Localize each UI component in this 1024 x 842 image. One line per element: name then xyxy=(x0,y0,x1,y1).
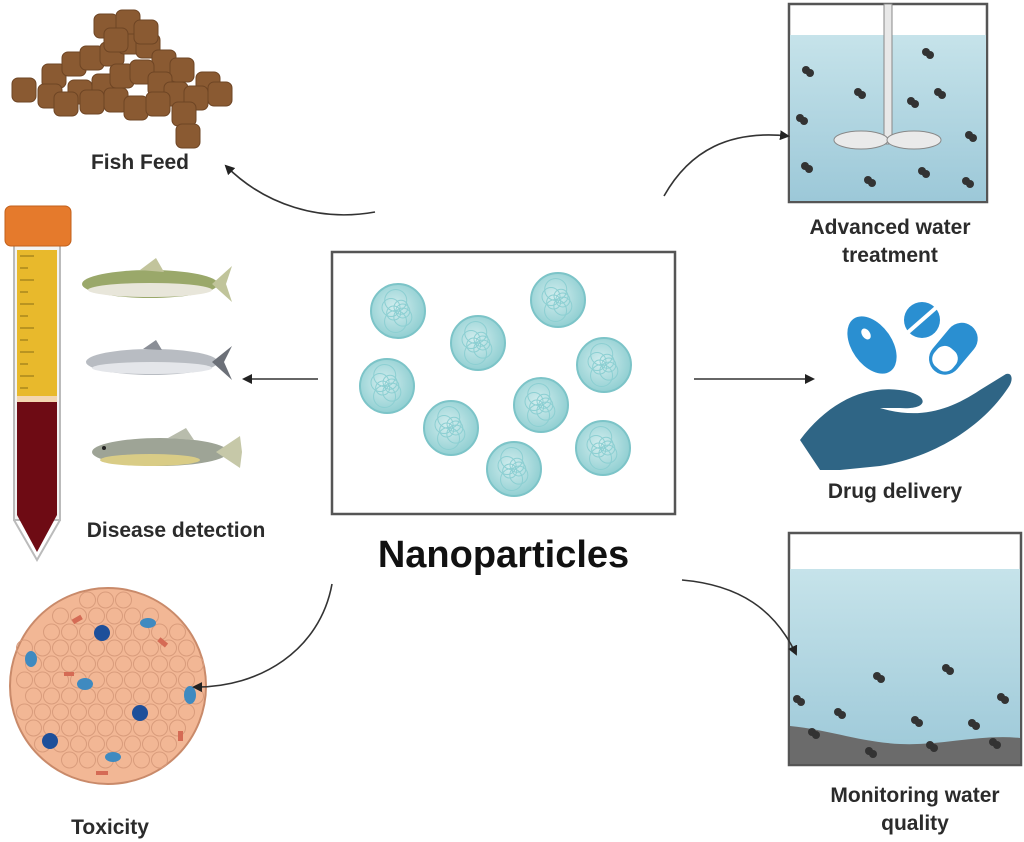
fish-feed-icon xyxy=(11,9,233,149)
pollutant-particle xyxy=(865,747,877,758)
pollutant-particle xyxy=(942,664,954,675)
pollutant-particle xyxy=(864,176,876,187)
arrow-to-fish-feed xyxy=(224,164,376,216)
trout-fish-icon xyxy=(82,258,232,302)
pollutant-particle xyxy=(873,672,885,683)
feed-pellet xyxy=(123,95,149,121)
water-treatment-label-line1: Advanced water xyxy=(809,216,971,239)
pollutant-particle xyxy=(968,719,980,730)
water-treatment-tank-icon xyxy=(787,2,989,204)
nanoparticle xyxy=(450,315,506,371)
toxicity-label: Toxicity xyxy=(71,816,149,839)
drug-delivery-icon xyxy=(800,302,1012,470)
nanoparticle xyxy=(575,420,631,476)
pollutant-particle xyxy=(922,48,934,59)
disease-detection-label: Disease detection xyxy=(86,519,266,542)
water-quality-label-line1: Monitoring water xyxy=(830,784,1000,807)
feed-pellet xyxy=(53,91,79,117)
fish-feed-label: Fish Feed xyxy=(90,151,190,174)
pollutant-particle xyxy=(801,162,813,173)
pollutant-particle xyxy=(796,114,808,125)
nanoparticle xyxy=(486,441,542,497)
pollutant-particle xyxy=(854,88,866,99)
pollutant-particle xyxy=(997,693,1009,704)
feed-pellet xyxy=(103,27,129,53)
feed-pellet xyxy=(133,19,159,45)
water-quality-label-line2: quality xyxy=(881,812,949,835)
arrow-to-water-treatment xyxy=(663,130,790,197)
killifish-icon xyxy=(92,428,242,468)
nanoparticle xyxy=(359,358,415,414)
pollutant-particle xyxy=(962,177,974,188)
feed-pellet xyxy=(207,81,233,107)
feed-pellet xyxy=(79,89,105,115)
pollutant-particle xyxy=(965,131,977,142)
nanoparticle xyxy=(370,283,426,339)
arrow-to-toxicity xyxy=(192,583,333,693)
water-treatment-label-line2: treatment xyxy=(842,244,938,267)
feed-pellet xyxy=(169,57,195,83)
feed-pellet xyxy=(175,123,201,149)
feed-pellet xyxy=(11,77,37,103)
drug-delivery-label: Drug delivery xyxy=(827,480,963,503)
nanoparticle xyxy=(576,337,632,393)
pollutant-particle xyxy=(989,738,1001,749)
pollutant-particle xyxy=(834,708,846,719)
cell-spheroid-icon xyxy=(9,587,207,785)
pollutant-particle xyxy=(911,716,923,727)
salmon-fish-icon xyxy=(86,340,232,380)
pollutant-particle xyxy=(934,88,946,99)
water-quality-tank-icon xyxy=(787,531,1023,767)
pollutant-particle xyxy=(918,167,930,178)
pollutant-particle xyxy=(802,66,814,77)
nanoparticles-title: Nanoparticles xyxy=(377,534,630,576)
nanoparticle xyxy=(513,377,569,433)
pollutant-particle xyxy=(808,728,820,739)
blood-tube-icon xyxy=(4,205,72,563)
arrow-to-water-quality xyxy=(681,579,798,656)
feed-pellet xyxy=(171,101,197,127)
connector-arrows xyxy=(192,130,815,693)
nanoparticle xyxy=(423,400,479,456)
feed-pellet xyxy=(145,91,171,117)
pollutant-particle xyxy=(926,741,938,752)
nanoparticles-group xyxy=(359,272,632,497)
nanoparticle xyxy=(530,272,586,328)
pollutant-particle xyxy=(907,97,919,108)
pollutant-particle xyxy=(793,695,805,706)
